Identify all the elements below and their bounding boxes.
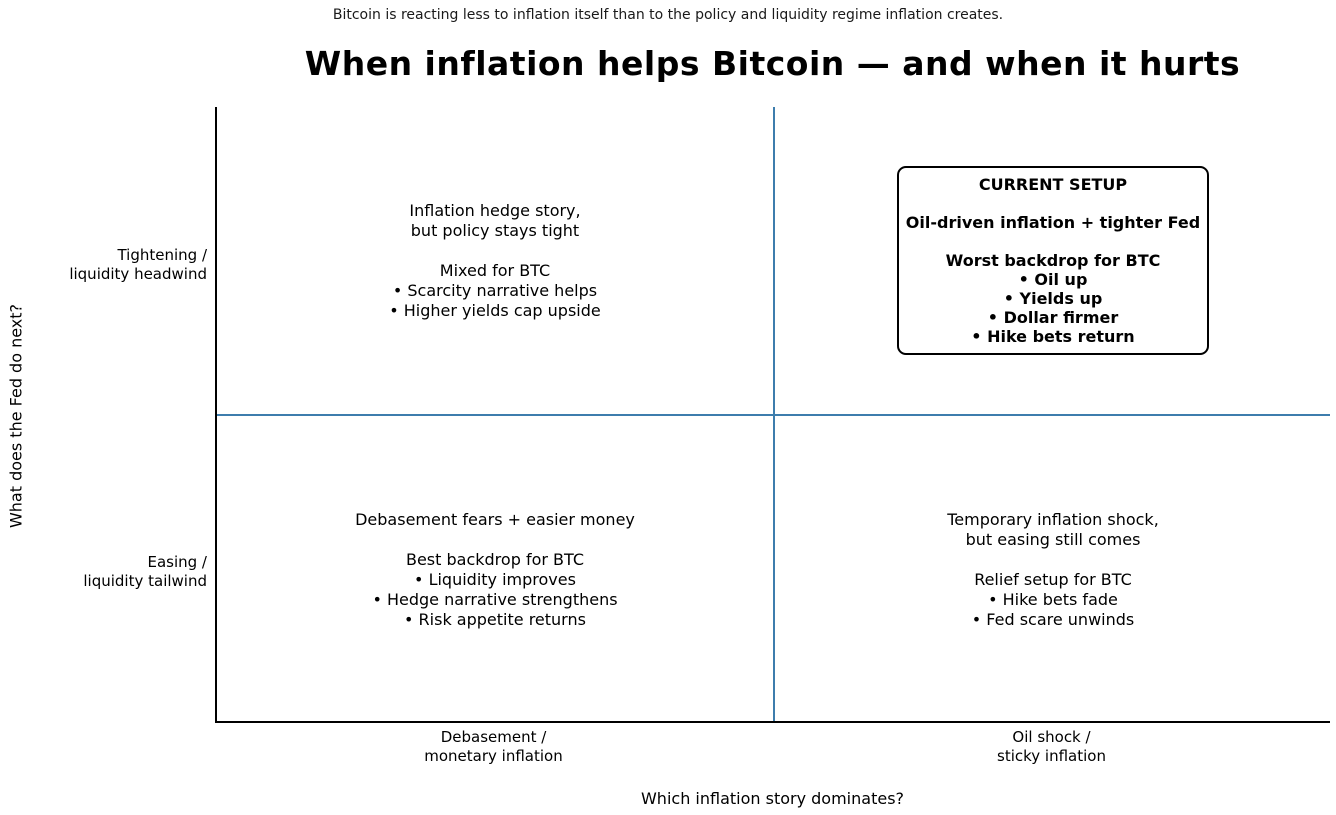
quadrant-bullet: • Scarcity narrative helps [392, 280, 598, 300]
quadrant-body: Best backdrop for BTC • Liquidity improv… [355, 550, 635, 630]
quadrant-bottom-right: Temporary inflation shock, but easing st… [775, 416, 1331, 723]
quadrant-top-right: CURRENT SETUP Oil-driven inflation + tig… [775, 107, 1331, 414]
setup-box-title: CURRENT SETUP [978, 175, 1128, 194]
quadrant-bullet: • Hike bets fade [988, 589, 1118, 609]
quadrant-top-left: Inflation hedge story, but policy stays … [217, 107, 773, 414]
quadrant-text: Debasement fears + easier money Best bac… [355, 510, 635, 630]
chart-title: When inflation helps Bitcoin — and when … [304, 44, 1241, 83]
y-tick-tightening: Tightening / liquidity headwind [0, 246, 207, 284]
quadrant-bullet: • Hedge narrative strengthens [372, 589, 618, 609]
quadrant-bottom-left: Debasement fears + easier money Best bac… [217, 416, 773, 723]
y-tick-line: Tightening / [117, 246, 207, 264]
figure-subtitle: Bitcoin is reacting less to inflation it… [332, 7, 1004, 23]
setup-box-bullet: • Hike bets return [971, 327, 1135, 346]
quadrant-body-line: Best backdrop for BTC [405, 549, 585, 569]
x-axis-label: Which inflation story dominates? [640, 789, 905, 808]
quadrant-heading-line: but easing still comes [965, 529, 1141, 549]
quadrant-body-line: Mixed for BTC [439, 260, 551, 280]
y-tick-easing: Easing / liquidity tailwind [0, 553, 207, 591]
x-tick-line: Debasement / [440, 728, 547, 746]
x-tick-line: Oil shock / [1012, 728, 1091, 746]
quadrant-text: Temporary inflation shock, but easing st… [947, 510, 1159, 630]
horizontal-divider [217, 414, 1330, 416]
quadrant-body-line: Relief setup for BTC [974, 569, 1132, 589]
x-tick-line: monetary inflation [424, 747, 563, 765]
quadrant-bullet: • Fed scare unwinds [971, 609, 1135, 629]
setup-box-bullet: • Yields up [1003, 289, 1103, 308]
x-tick-oil-shock: Oil shock / sticky inflation [773, 728, 1330, 766]
quadrant-heading-line: but policy stays tight [410, 220, 580, 240]
quadrant-text: Inflation hedge story, but policy stays … [389, 201, 601, 321]
quadrant-heading-line: Inflation hedge story, [409, 200, 581, 220]
y-tick-line: liquidity headwind [69, 265, 207, 283]
x-tick-debasement: Debasement / monetary inflation [215, 728, 772, 766]
quadrant-body: Relief setup for BTC • Hike bets fade • … [947, 570, 1159, 630]
quadrant-bullet: • Risk appetite returns [404, 609, 586, 629]
setup-box-bullet: • Dollar firmer [987, 308, 1119, 327]
quadrant-bullet: • Higher yields cap upside [389, 300, 601, 320]
quadrant-body: Mixed for BTC • Scarcity narrative helps… [389, 261, 601, 321]
quadrant-bullet: • Liquidity improves [414, 569, 576, 589]
x-tick-line: sticky inflation [997, 747, 1106, 765]
setup-box-subtitle: Oil-driven inflation + tighter Fed [905, 213, 1201, 232]
setup-box-body: Worst backdrop for BTC • Oil up • Yields… [906, 251, 1200, 346]
current-setup-box: CURRENT SETUP Oil-driven inflation + tig… [896, 166, 1210, 355]
y-tick-line: Easing / [147, 553, 207, 571]
setup-box-line: Worst backdrop for BTC [945, 251, 1161, 270]
setup-box-bullet: • Oil up [1018, 270, 1088, 289]
quadrant-plot: Inflation hedge story, but policy stays … [215, 107, 1330, 723]
y-axis-label: What does the Fed do next? [6, 303, 26, 529]
quadrant-heading-line: Debasement fears + easier money [355, 509, 635, 529]
quadrant-heading-line: Temporary inflation shock, [947, 509, 1159, 529]
y-tick-line: liquidity tailwind [83, 572, 207, 590]
